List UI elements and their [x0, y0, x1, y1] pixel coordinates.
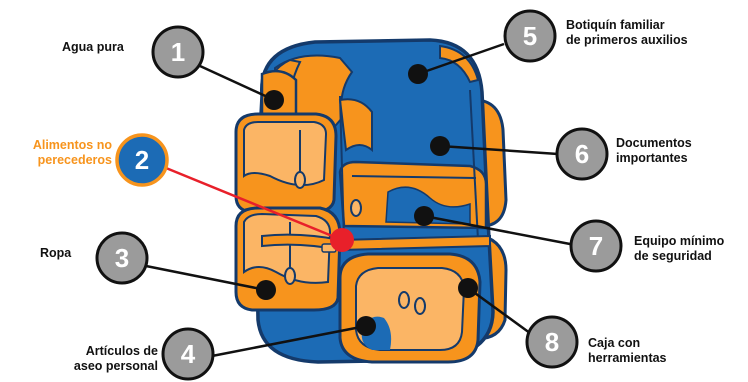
label-equipo-minimo-de-seguridad: Equipo mínimo de seguridad — [634, 234, 724, 264]
badge-4-number: 4 — [181, 339, 196, 369]
label-agua-pura: Agua pura — [62, 40, 124, 55]
dot-4 — [356, 316, 376, 336]
backpack-graphic — [236, 40, 506, 362]
dot-1 — [264, 90, 284, 110]
label-botiquin-familiar: Botiquín familiar de primeros auxilios — [566, 18, 688, 48]
label-alimentos-no-perecederos: Alimentos no perecederos — [8, 138, 112, 168]
badge-6: 6 — [557, 129, 607, 179]
badge-2: 2 — [117, 135, 167, 185]
dot-6 — [430, 136, 450, 156]
backpack-left-upper-zipper-pull — [295, 172, 305, 188]
backpack-middle-zipper-pull — [351, 200, 361, 216]
backpack-front-zipper-pull-a — [399, 292, 409, 308]
label-ropa: Ropa — [40, 246, 71, 261]
backpack-front-zipper-pull-b — [415, 298, 425, 314]
dot-5 — [408, 64, 428, 84]
label-articulos-de-aseo-personal: Artículos de aseo personal — [40, 344, 158, 374]
dot-7 — [414, 206, 434, 226]
badge-7: 7 — [571, 221, 621, 271]
backpack-left-lower-zipper-pull — [285, 268, 295, 284]
badge-5: 5 — [505, 11, 555, 61]
badge-4: 4 — [163, 329, 213, 379]
badge-3-number: 3 — [115, 243, 129, 273]
badge-3: 3 — [97, 233, 147, 283]
dot-3 — [256, 280, 276, 300]
badge-8: 8 — [527, 317, 577, 367]
label-documentos-importantes: Documentos importantes — [616, 136, 692, 166]
dot-8 — [458, 278, 478, 298]
badge-1: 1 — [153, 27, 203, 77]
badge-5-number: 5 — [523, 21, 537, 51]
label-caja-con-herramientas: Caja con herramientas — [588, 336, 667, 366]
badge-2-number: 2 — [135, 145, 149, 175]
badge-8-number: 8 — [545, 327, 559, 357]
badge-6-number: 6 — [575, 139, 589, 169]
backpack-center-orange-panel — [340, 99, 372, 150]
badge-1-number: 1 — [171, 37, 185, 67]
dot-2-highlight — [330, 228, 354, 252]
badge-7-number: 7 — [589, 231, 603, 261]
